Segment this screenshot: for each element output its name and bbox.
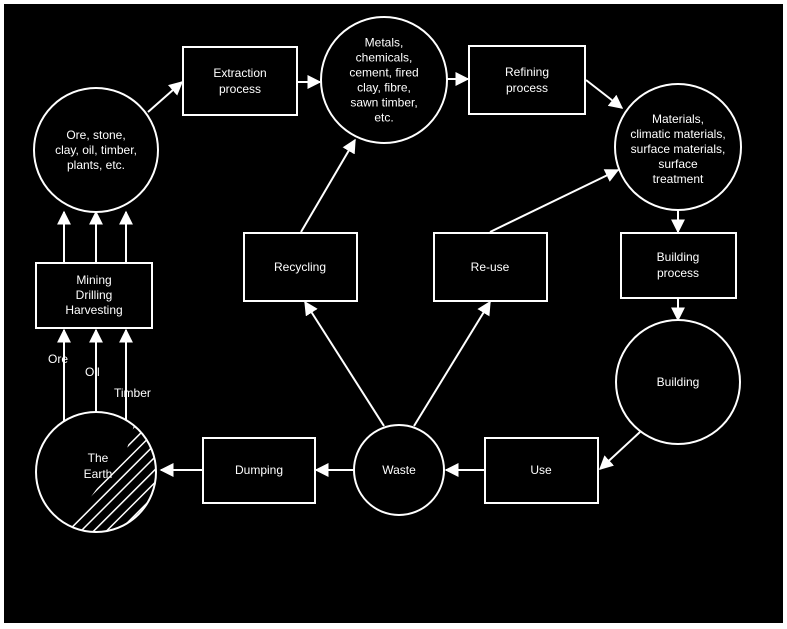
- node-building-label-line: Building: [657, 375, 700, 389]
- label-oil: Oil: [85, 365, 100, 379]
- node-reuse-label-line: Re-use: [471, 260, 510, 274]
- node-use: Use: [484, 437, 599, 504]
- node-building-process-label-line: process: [657, 266, 699, 280]
- node-raw-materials-label-line: Ore, stone,: [66, 128, 125, 142]
- node-mining-label-line: Drilling: [76, 288, 113, 302]
- node-materials-label-line: climatic materials,: [630, 127, 725, 141]
- node-dumping-label-line: Dumping: [235, 463, 283, 477]
- node-mining-label-line: Harvesting: [65, 303, 122, 317]
- node-raw-materials-label: Ore, stone,clay, oil, timber,plants, etc…: [55, 128, 137, 172]
- label-ore: Ore: [48, 352, 68, 366]
- node-building-process-label-line: Building: [657, 250, 700, 264]
- node-earth-label-line: The: [88, 451, 109, 465]
- node-waste: Waste: [353, 424, 445, 516]
- node-building: Building: [615, 319, 741, 445]
- node-recycling-label-line: Recycling: [274, 260, 326, 274]
- node-dumping-label: Dumping: [235, 463, 283, 477]
- node-refining-process-label-line: Refining: [505, 65, 549, 79]
- node-use-label-line: Use: [530, 463, 552, 477]
- node-extraction-process: Extraction process: [182, 46, 298, 116]
- node-metals-label-line: etc.: [374, 111, 393, 125]
- connectors: [57, 72, 685, 477]
- node-metals-label-line: chemicals,: [356, 51, 413, 65]
- node-refining-process-label-line: process: [506, 81, 548, 95]
- node-recycling: Recycling: [243, 232, 358, 302]
- node-materials-label-line: treatment: [653, 172, 704, 186]
- node-mining-label-line: Mining: [76, 273, 111, 287]
- node-metals-label-line: Metals,: [365, 36, 404, 50]
- arrow-building-to-use: [598, 431, 641, 470]
- node-recycling-label: Recycling: [274, 260, 326, 274]
- node-extraction-process-label-line: Extraction: [213, 66, 266, 80]
- node-raw-materials: Ore, stone,clay, oil, timber,plants, etc…: [33, 87, 159, 213]
- node-refining-process-label: Refining process: [505, 65, 549, 95]
- node-building-process-label: Building process: [657, 250, 700, 280]
- node-materials-label: Materials,climatic materials,surface mat…: [630, 112, 725, 186]
- node-earth-label-line: Earth: [84, 467, 113, 481]
- node-dumping: Dumping: [202, 437, 316, 504]
- node-materials-label-line: surface: [658, 157, 698, 171]
- node-extraction-process-label-line: process: [219, 82, 261, 96]
- node-materials-label-line: surface materials,: [631, 142, 726, 156]
- node-waste-label-line: Waste: [382, 463, 416, 477]
- arrow-reuse-to-materials: [489, 169, 620, 233]
- node-waste-label: Waste: [382, 463, 416, 477]
- arrow-recycling-to-metals: [300, 138, 356, 233]
- arrow-refining-to-materials: [585, 79, 624, 109]
- arrow-raw-to-extraction: [147, 81, 184, 113]
- node-raw-materials-label-line: clay, oil, timber,: [55, 143, 137, 157]
- node-use-label: Use: [530, 463, 552, 477]
- node-raw-materials-label-line: plants, etc.: [67, 158, 125, 172]
- node-refining-process: Refining process: [468, 45, 586, 115]
- arrow-waste-to-reuse: [413, 300, 491, 427]
- node-metals-label-line: sawn timber,: [350, 96, 417, 110]
- node-metals-label-line: cement, fired: [349, 66, 418, 80]
- node-reuse: Re-use: [433, 232, 548, 302]
- node-building-process: Building process: [620, 232, 737, 299]
- node-building-label: Building: [657, 375, 700, 389]
- node-extraction-process-label: Extraction process: [213, 66, 266, 96]
- arrow-waste-to-recycling: [304, 300, 385, 427]
- node-metals-label-line: clay, fibre,: [357, 81, 411, 95]
- node-materials: Materials,climatic materials,surface mat…: [614, 83, 742, 211]
- node-reuse-label: Re-use: [471, 260, 510, 274]
- label-timber: Timber: [114, 386, 151, 400]
- node-materials-label-line: Materials,: [652, 112, 704, 126]
